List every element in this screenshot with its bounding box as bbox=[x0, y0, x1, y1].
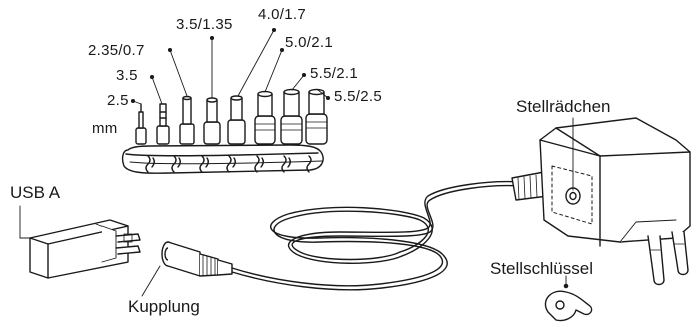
tip-label-2-5: 2.5 bbox=[107, 92, 129, 109]
tip-4-0-icon bbox=[227, 95, 246, 145]
key-label: Stellschlüssel bbox=[490, 259, 593, 278]
unit-label: mm bbox=[92, 120, 118, 137]
tip-label-2-35-0-7: 2.35/0.7 bbox=[88, 42, 145, 59]
cable-icon bbox=[231, 180, 521, 291]
barrel-coupling-icon bbox=[141, 241, 233, 297]
usb-a-adapter-icon bbox=[19, 205, 141, 279]
usb-a-label: USB A bbox=[10, 183, 61, 202]
tip-holder-icon bbox=[121, 144, 324, 174]
tip-5-5-2-1-icon bbox=[280, 88, 303, 145]
coupling-label: Kupplung bbox=[128, 297, 200, 316]
tip-label-5-5-2-1: 5.5/2.1 bbox=[310, 65, 358, 82]
tip-label-3-5-1-35: 3.5/1.35 bbox=[176, 16, 233, 33]
connector-tips bbox=[135, 88, 328, 145]
tip-2-5-icon bbox=[135, 103, 147, 145]
tip-label-5-0-2-1: 5.0/2.1 bbox=[285, 34, 333, 51]
tip-5-0-icon bbox=[254, 90, 276, 145]
tip-label-3-5: 3.5 bbox=[116, 67, 138, 84]
tip-2-35-icon bbox=[179, 95, 195, 145]
tip-5-5-2-5-icon bbox=[305, 88, 328, 145]
tip-3-5-1-35-icon bbox=[203, 97, 221, 145]
tip-label-5-5-2-5: 5.5/2.5 bbox=[334, 88, 382, 105]
tip-3-5-icon bbox=[156, 103, 170, 145]
tip-label-4-0-1-7: 4.0/1.7 bbox=[258, 6, 306, 23]
wheel-label: Stellrädchen bbox=[516, 97, 611, 116]
tip-leader-lines bbox=[130, 27, 331, 105]
adjustment-key-icon bbox=[544, 275, 593, 322]
power-supply-icon bbox=[511, 117, 691, 286]
